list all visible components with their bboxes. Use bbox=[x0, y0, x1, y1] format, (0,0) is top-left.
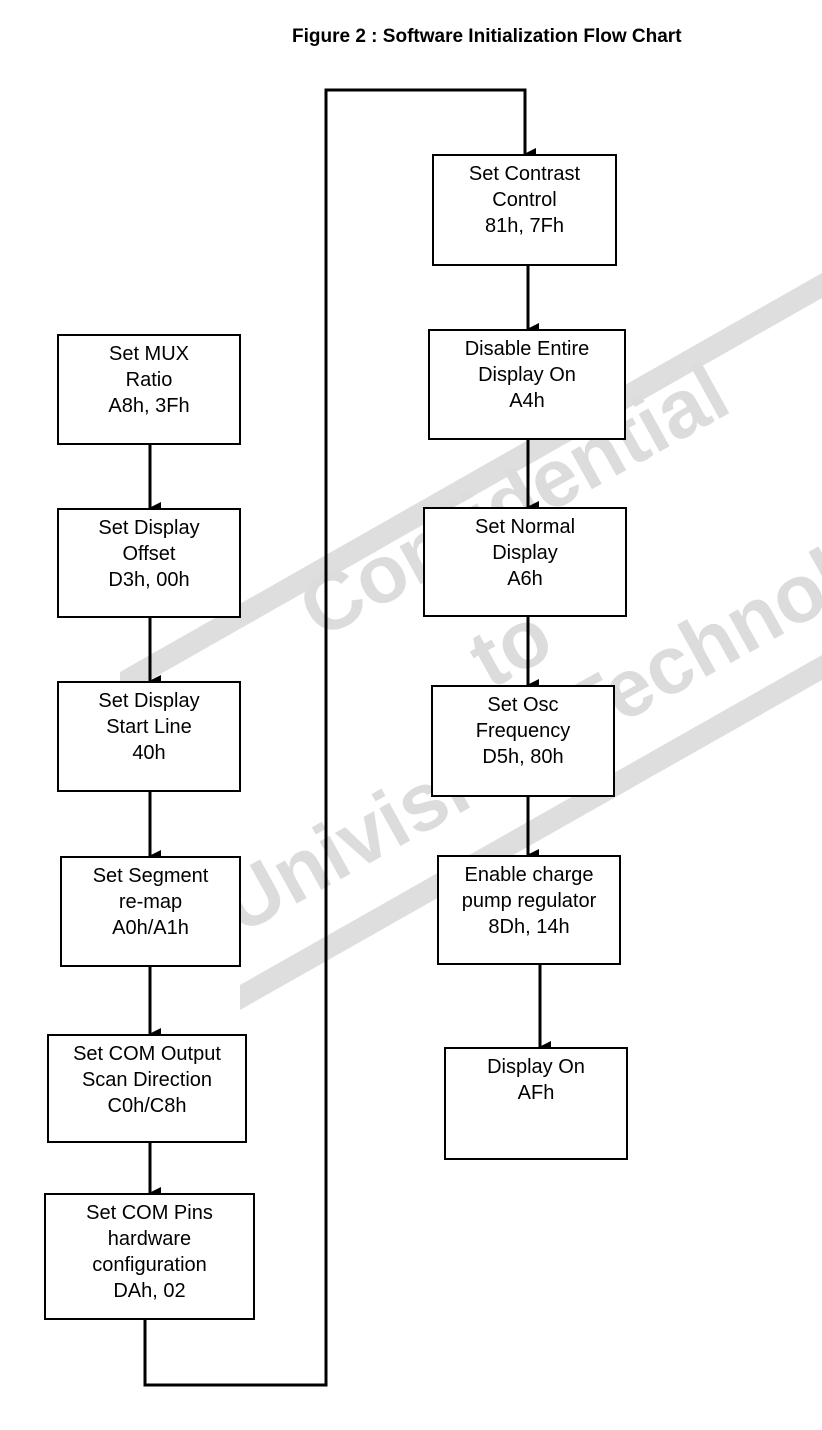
step-line: Set COM Output bbox=[73, 1043, 221, 1065]
step-line: D3h, 00h bbox=[108, 569, 190, 591]
step-set-segment-remap: Set Segment re-map A0h/A1h bbox=[60, 856, 241, 967]
step-display-on: Display On AFh bbox=[444, 1047, 628, 1160]
step-line: 81h, 7Fh bbox=[485, 215, 564, 237]
step-line: configuration bbox=[92, 1254, 207, 1276]
step-line: Display On bbox=[487, 1056, 585, 1078]
step-line: Disable Entire bbox=[464, 338, 590, 360]
step-line: 40h bbox=[132, 742, 166, 764]
step-set-mux-ratio: Set MUX Ratio A8h, 3Fh bbox=[57, 334, 241, 445]
step-line: hardware bbox=[107, 1228, 192, 1250]
step-line: Set MUX bbox=[108, 343, 190, 365]
step-line: re-map bbox=[118, 891, 183, 913]
step-line: Set Segment bbox=[92, 865, 209, 887]
step-line: A8h, 3Fh bbox=[108, 395, 190, 417]
step-set-contrast-control: Set Contrast Control 81h, 7Fh bbox=[432, 154, 617, 266]
step-line: Display bbox=[492, 542, 558, 564]
step-line: Set Osc bbox=[487, 694, 559, 716]
step-set-display-offset: Set Display Offset D3h, 00h bbox=[57, 508, 241, 618]
figure-title: Figure 2 : Software Initialization Flow … bbox=[292, 26, 682, 47]
step-line: AFh bbox=[517, 1082, 555, 1104]
step-line: Set Display bbox=[98, 517, 200, 539]
step-line: Set Normal bbox=[474, 516, 576, 538]
step-line: Start Line bbox=[106, 716, 192, 738]
step-set-com-output-scan-direction: Set COM Output Scan Direction C0h/C8h bbox=[47, 1034, 247, 1143]
step-line: D5h, 80h bbox=[482, 746, 564, 768]
step-line: Set Contrast bbox=[468, 163, 581, 185]
step-line: Frequency bbox=[475, 720, 571, 742]
step-line: Set COM Pins bbox=[86, 1202, 213, 1224]
step-line: Scan Direction bbox=[81, 1069, 213, 1091]
step-set-com-pins-hardware-configuration: Set COM Pins hardware configuration DAh,… bbox=[44, 1193, 255, 1320]
step-disable-entire-display-on: Disable Entire Display On A4h bbox=[428, 329, 626, 440]
step-set-osc-frequency: Set Osc Frequency D5h, 80h bbox=[431, 685, 615, 797]
step-set-normal-display: Set Normal Display A6h bbox=[423, 507, 627, 617]
step-line: Set Display bbox=[98, 690, 200, 712]
step-line: Display On bbox=[478, 364, 576, 386]
step-line: Ratio bbox=[125, 369, 173, 391]
watermark-stripe-lower bbox=[240, 655, 822, 1010]
connector-left-to-right-column bbox=[143, 88, 536, 1387]
step-line: DAh, 02 bbox=[113, 1280, 186, 1302]
step-line: A6h bbox=[507, 568, 543, 590]
step-enable-charge-pump-regulator: Enable charge pump regulator 8Dh, 14h bbox=[437, 855, 621, 965]
step-line: A4h bbox=[509, 390, 545, 412]
step-line: C0h/C8h bbox=[107, 1095, 187, 1117]
step-line: A0h/A1h bbox=[112, 917, 189, 939]
step-line: Offset bbox=[122, 543, 176, 565]
watermark-stripe-upper bbox=[120, 273, 822, 697]
step-set-display-start-line: Set Display Start Line 40h bbox=[57, 681, 241, 792]
step-line: 8Dh, 14h bbox=[488, 916, 570, 938]
step-line: pump regulator bbox=[461, 890, 597, 912]
step-line: Enable charge bbox=[464, 864, 594, 886]
step-line: Control bbox=[492, 189, 557, 211]
